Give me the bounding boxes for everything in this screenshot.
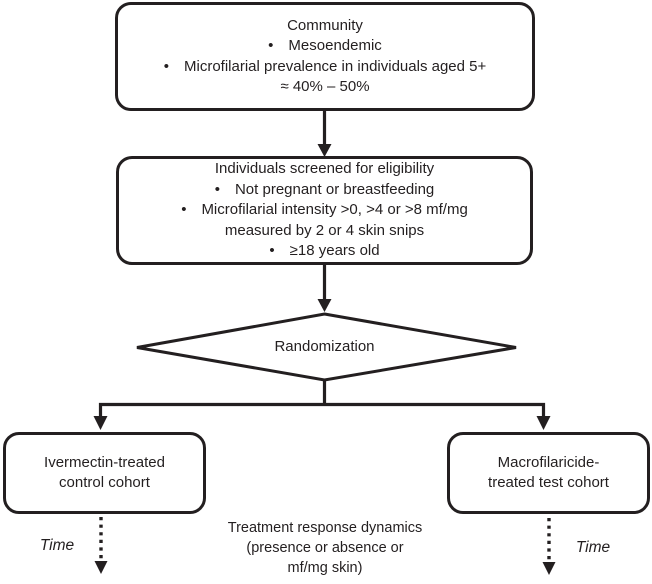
branch-connector (98, 380, 546, 418)
community-bullet-prevalence: • Microfilarial prevalence in individual… (163, 57, 487, 75)
test-cohort-line-2: treated test cohort (488, 474, 609, 491)
time-label-left: Time (39, 537, 75, 554)
node-screening: Individuals screened for eligibility • N… (116, 156, 533, 265)
test-cohort-line-1: Macrofilaricide- (497, 453, 600, 471)
screening-bullet-age: • ≥18 years old (269, 242, 380, 260)
outcome-line-3: mf/mg skin) (287, 560, 363, 576)
outcome-annotation: Treatment response dynamics (presence or… (165, 518, 485, 578)
control-cohort-line-2: control cohort (59, 474, 150, 491)
node-test-cohort: Macrofilaricide- treated test cohort (447, 432, 650, 514)
branch-right-arrowhead (536, 416, 551, 430)
community-title: Community (287, 16, 363, 34)
community-bullet-mesoendemic: • Mesoendemic (268, 37, 382, 54)
time-label-right: Time (575, 539, 611, 556)
branch-left-arrowhead (93, 416, 108, 430)
screening-bullet-pregnancy: • Not pregnant or breastfeeding (214, 180, 435, 198)
outcome-line-1: Treatment response dynamics (227, 520, 423, 536)
time-arrow-right-head (542, 562, 556, 575)
node-control-cohort: Ivermectin-treated control cohort (3, 432, 206, 514)
screening-intensity-continuation: measured by 2 or 4 skin snips (224, 221, 425, 239)
arrow-screening-to-diamond-head (317, 299, 332, 312)
time-arrow-left-head (94, 561, 108, 574)
node-randomization-label: Randomization (274, 338, 375, 355)
diamond-randomization-shape (136, 312, 517, 382)
screening-title: Individuals screened for eligibility (214, 160, 435, 178)
arrow-community-to-screening-head (317, 144, 332, 157)
community-prevalence-range: ≈ 40% – 50% (280, 78, 370, 95)
outcome-line-2: (presence or absence or (246, 540, 404, 556)
control-cohort-line-1: Ivermectin-treated (44, 453, 165, 471)
screening-bullet-intensity: • Microfilarial intensity >0, >4 or >8 m… (181, 201, 468, 219)
node-community: Community • Mesoendemic • Microfilarial … (115, 2, 535, 111)
